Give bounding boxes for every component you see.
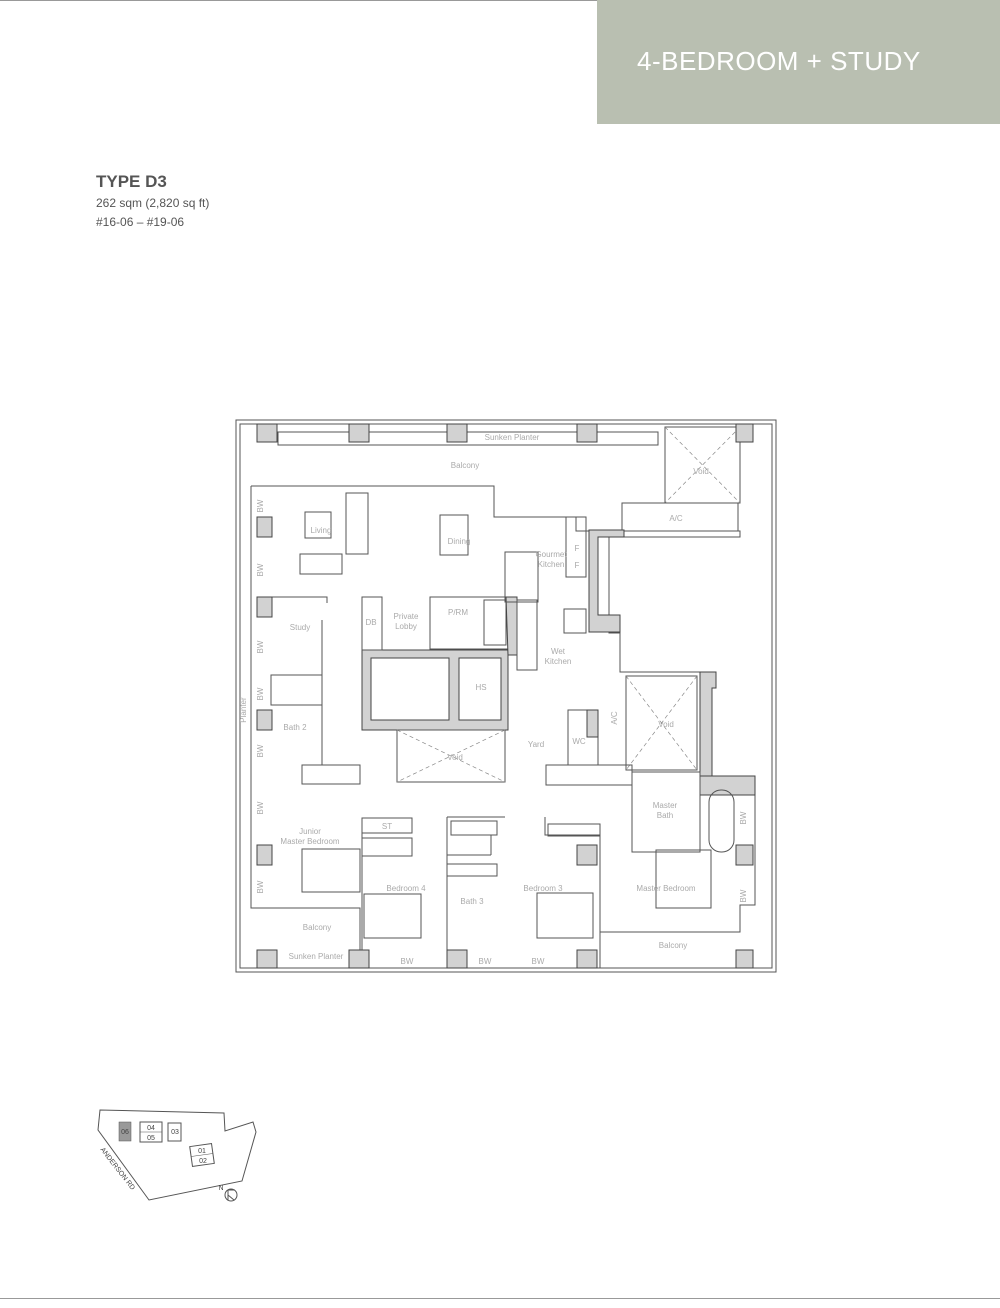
label-bw: BW bbox=[256, 640, 265, 653]
wardrobe bbox=[361, 837, 413, 857]
keyplan-unit: 04 bbox=[147, 1125, 155, 1132]
label-text: Kitchen bbox=[545, 657, 572, 666]
label-void: Void bbox=[658, 720, 674, 729]
bed bbox=[301, 848, 361, 893]
label-balcony: Balcony bbox=[659, 941, 687, 950]
keyplan-unit-highlighted bbox=[118, 1121, 132, 1142]
north-arrow-icon bbox=[224, 1188, 238, 1202]
bathtub bbox=[708, 789, 735, 853]
label-private-lobby: Private bbox=[394, 612, 419, 621]
label-bedroom-4: Bedroom 4 bbox=[386, 884, 426, 893]
label-balcony: Balcony bbox=[303, 923, 331, 932]
label-living: Living bbox=[311, 526, 332, 535]
label-bw: BW bbox=[401, 957, 414, 966]
label-bw: BW bbox=[739, 811, 748, 824]
keyplan-unit: 06 bbox=[121, 1129, 129, 1136]
label-sunken-planter: Sunken Planter bbox=[289, 952, 344, 961]
header-banner: 4-BEDROOM + STUDY bbox=[597, 0, 1000, 124]
label-text: Lobby bbox=[395, 622, 417, 631]
label-study: Study bbox=[290, 623, 310, 632]
label-text: N bbox=[218, 1185, 223, 1192]
label-ac: A/C bbox=[610, 711, 619, 725]
sofa bbox=[345, 492, 369, 555]
key-plan: 06 04 05 03 01 02 ANDERSON RD N bbox=[97, 1109, 257, 1202]
keyplan-unit: 02 bbox=[199, 1158, 207, 1165]
label-void: Void bbox=[447, 753, 463, 762]
label-wc: WC bbox=[572, 737, 586, 746]
label-bw: BW bbox=[256, 744, 265, 757]
coffee-table bbox=[304, 511, 332, 539]
outer-frame bbox=[235, 419, 777, 973]
unit-numbers: #16-06 – #19-06 bbox=[96, 215, 185, 229]
label-bw: BW bbox=[256, 687, 265, 700]
label-text: Master Bedroom bbox=[280, 837, 339, 846]
bed bbox=[363, 893, 422, 939]
building-core bbox=[361, 649, 509, 731]
apartment-walls bbox=[250, 485, 756, 968]
wardrobe bbox=[545, 764, 633, 786]
label-bw: BW bbox=[532, 957, 545, 966]
label-fridge: F bbox=[575, 561, 580, 570]
label-text: Kitchen bbox=[538, 560, 565, 569]
header-title: 4-BEDROOM + STUDY bbox=[637, 46, 921, 76]
label-sunken-planter: Sunken Planter bbox=[485, 433, 540, 442]
label-st: ST bbox=[382, 822, 392, 831]
keyplan-road-label: ANDERSON RD bbox=[98, 1147, 135, 1192]
void-right bbox=[625, 675, 698, 771]
keyplan-unit: 01 bbox=[198, 1148, 206, 1155]
label-bw: BW bbox=[739, 889, 748, 902]
sofa bbox=[299, 553, 343, 575]
unit-area: 262 sqm (2,820 sq ft) bbox=[96, 196, 210, 210]
label-hs: HS bbox=[475, 683, 486, 692]
wardrobe bbox=[301, 764, 361, 785]
label-bw: BW bbox=[256, 880, 265, 893]
bottom-rule bbox=[0, 1298, 1000, 1299]
label-dining: Dining bbox=[448, 537, 471, 546]
void-core bbox=[396, 729, 506, 783]
dining-table bbox=[439, 514, 469, 556]
keyplan-unit: 03 bbox=[171, 1129, 179, 1136]
room-labels: Sunken Planter Balcony Void A/C Living D… bbox=[239, 433, 748, 966]
label-bath-2: Bath 2 bbox=[283, 723, 307, 732]
structural-columns bbox=[256, 423, 754, 969]
label-bw: BW bbox=[479, 957, 492, 966]
label-db: DB bbox=[365, 618, 376, 627]
bed bbox=[536, 892, 594, 939]
label-balcony: Balcony bbox=[451, 461, 479, 470]
label-bw: BW bbox=[256, 563, 265, 576]
top-rule bbox=[0, 0, 597, 1]
label-planter: Planter bbox=[239, 697, 248, 723]
label-ac: A/C bbox=[669, 514, 683, 523]
bed bbox=[655, 849, 712, 909]
label-master-bath: Master bbox=[653, 801, 678, 810]
label-bath-3: Bath 3 bbox=[460, 897, 484, 906]
unit-type: TYPE D3 bbox=[96, 172, 167, 191]
label-bedroom-3: Bedroom 3 bbox=[523, 884, 563, 893]
label-yard: Yard bbox=[528, 740, 544, 749]
keyplan-unit: 05 bbox=[147, 1135, 155, 1142]
label-text: Bath bbox=[657, 811, 673, 820]
wardrobe bbox=[450, 820, 498, 836]
label-void: Void bbox=[693, 467, 709, 476]
label-junior-master-bedroom: Junior bbox=[299, 827, 321, 836]
label-bw: BW bbox=[256, 499, 265, 512]
label-fridge: F bbox=[575, 544, 580, 553]
label-master-bedroom: Master Bedroom bbox=[636, 884, 695, 893]
label-bw: BW bbox=[256, 801, 265, 814]
wardrobe bbox=[547, 823, 601, 837]
label-prm: P/RM bbox=[448, 608, 468, 617]
label-gourmet-kitchen: Gourmet bbox=[535, 550, 567, 559]
label-wet-kitchen: Wet bbox=[551, 647, 566, 656]
